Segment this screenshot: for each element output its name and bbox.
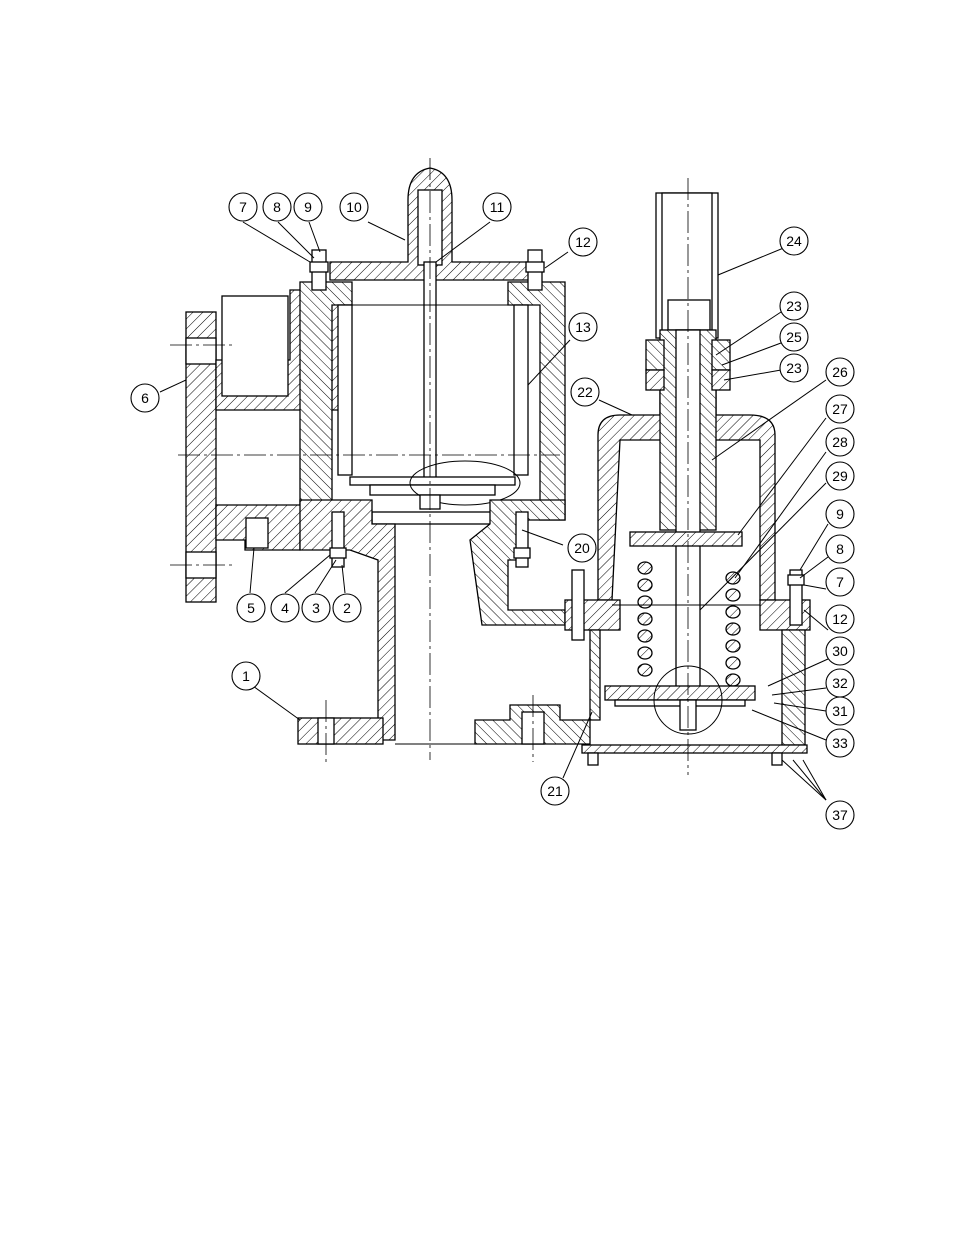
stud-bonnet-left [571, 569, 585, 641]
svg-text:29: 29 [832, 468, 848, 484]
svg-text:6: 6 [141, 390, 149, 406]
svg-text:8: 8 [273, 199, 281, 215]
svg-text:5: 5 [247, 600, 255, 616]
lower-housing-right [781, 629, 806, 746]
seat-ring [371, 511, 493, 525]
balloon-10: 10 [339, 192, 369, 222]
balloon-27: 27 [825, 394, 855, 424]
drain-plug [245, 517, 269, 549]
base-flange-left [297, 717, 384, 745]
svg-text:28: 28 [832, 434, 848, 450]
bird-screen [581, 744, 808, 754]
balloon-8-right: 8 [825, 534, 855, 564]
svg-text:12: 12 [832, 611, 848, 627]
balloon-30: 30 [825, 636, 855, 666]
svg-text:1: 1 [242, 668, 250, 684]
pallet-seat [369, 484, 496, 496]
balloon-9-top: 9 [293, 192, 323, 222]
vacuum-pallet [604, 685, 756, 701]
lower-housing-left [589, 629, 601, 721]
svg-text:11: 11 [490, 199, 505, 215]
balloon-31: 31 [825, 696, 855, 726]
balloon-28: 28 [825, 427, 855, 457]
svg-text:3: 3 [312, 600, 320, 616]
balloon-1: 1 [231, 661, 261, 691]
balloon-11: 11 [482, 192, 512, 222]
svg-text:7: 7 [836, 574, 844, 590]
svg-text:22: 22 [577, 384, 593, 400]
inlet-right-wall [469, 499, 566, 626]
balloon-25: 25 [779, 322, 809, 352]
balloon-24: 24 [779, 226, 809, 256]
svg-text:25: 25 [786, 329, 802, 345]
svg-text:9: 9 [836, 506, 844, 522]
balloon-9-right: 9 [825, 499, 855, 529]
adjusting-screw-head [667, 299, 711, 331]
balloon-7-right: 7 [825, 567, 855, 597]
balloon-29: 29 [825, 461, 855, 491]
svg-text:21: 21 [547, 783, 563, 799]
svg-text:9: 9 [304, 199, 312, 215]
svg-text:27: 27 [832, 401, 848, 417]
pallet-disc [349, 476, 516, 486]
balloon-37: 37 [825, 800, 855, 830]
pallet-detail-circle [409, 460, 521, 506]
balloon-2: 2 [332, 593, 362, 623]
svg-text:33: 33 [832, 735, 848, 751]
balloon-3: 3 [301, 593, 331, 623]
lock-nut-right [711, 339, 731, 371]
left-valve-body [170, 158, 591, 762]
svg-text:12: 12 [575, 234, 591, 250]
flange-bolt-hole-top [185, 337, 217, 365]
stud-right-seat [515, 511, 529, 568]
bonnet [597, 384, 776, 601]
svg-text:32: 32 [832, 675, 848, 691]
balloon-8-top: 8 [262, 192, 292, 222]
balloon-32: 32 [825, 668, 855, 698]
svg-text:30: 30 [832, 643, 848, 659]
balloon-12-right: 12 [825, 604, 855, 634]
sleeve-right [513, 304, 529, 476]
balloon-26: 26 [825, 357, 855, 387]
spring-plate-upper [629, 531, 743, 547]
svg-text:4: 4 [281, 600, 289, 616]
svg-text:26: 26 [832, 364, 848, 380]
svg-text:8: 8 [836, 541, 844, 557]
part-balloons: 1 2 3 4 5 6 7 8 9 10 11 12 13 20 21 22 2… [130, 192, 855, 830]
svg-text:2: 2 [343, 600, 351, 616]
balloon-13: 13 [568, 312, 598, 342]
svg-text:23: 23 [786, 360, 802, 376]
sleeve-left [337, 304, 353, 476]
lock-nut-left [645, 339, 665, 371]
svg-text:23: 23 [786, 298, 802, 314]
svg-text:10: 10 [346, 199, 362, 215]
balloon-21: 21 [540, 776, 570, 806]
balloon-22: 22 [570, 377, 600, 407]
svg-text:20: 20 [574, 540, 590, 556]
balloon-12-top: 12 [568, 227, 598, 257]
svg-text:37: 37 [832, 807, 848, 823]
svg-text:13: 13 [575, 319, 591, 335]
stud-left-seat [331, 511, 345, 568]
svg-text:24: 24 [786, 233, 802, 249]
right-spring-bonnet [564, 178, 811, 775]
svg-text:7: 7 [239, 199, 247, 215]
svg-text:31: 31 [832, 703, 848, 719]
balloon-23-upper: 23 [779, 291, 809, 321]
spring-coils [637, 561, 741, 687]
balloon-20: 20 [567, 533, 597, 563]
balloon-5: 5 [236, 593, 266, 623]
balloon-33: 33 [825, 728, 855, 758]
balloon-4: 4 [270, 593, 300, 623]
outlet-upper-cavity [221, 295, 289, 397]
balloon-6: 6 [130, 383, 160, 413]
balloon-7-top: 7 [228, 192, 258, 222]
balloon-23-lower: 23 [779, 353, 809, 383]
leader-lines [159, 221, 829, 801]
